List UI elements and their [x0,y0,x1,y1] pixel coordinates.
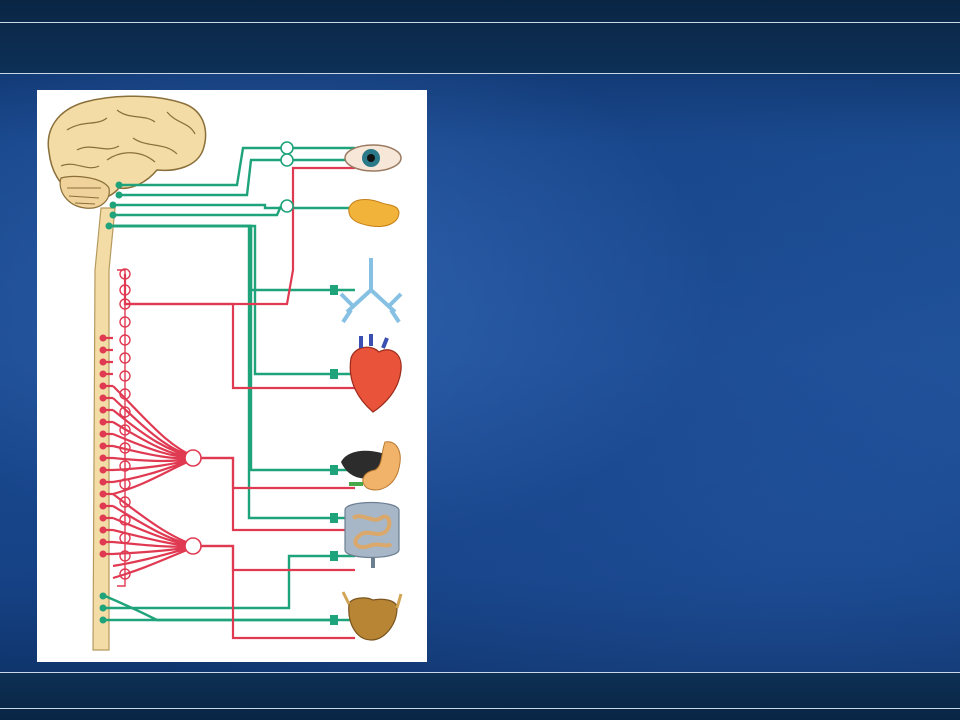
lungs-icon [339,258,403,324]
autonomic-nervous-system-figure [37,90,427,662]
heart-icon [349,334,402,413]
parasympathetic-neurons [99,181,123,624]
intestine-icon [344,501,400,568]
title-band [0,0,960,73]
footer-band [0,672,960,720]
bottom-rule-upper [0,672,960,673]
parasympathetic-pathways [104,146,357,622]
liver-stomach-icon [341,441,401,491]
gland-icon [348,199,400,227]
nervous-system-diagram [47,95,403,651]
eye-icon [344,144,402,172]
bottom-rule-lower [0,708,960,709]
top-rule-lower [0,73,960,74]
sympathetic-pathways [101,166,355,640]
brain-icon [47,95,207,209]
sympathetic-chain [117,268,131,587]
bladder-icon [341,591,403,641]
ganglia [184,141,338,625]
spinal-cord-icon [92,207,116,651]
top-rule-upper [0,22,960,23]
sympathetic-neurons [99,334,107,558]
